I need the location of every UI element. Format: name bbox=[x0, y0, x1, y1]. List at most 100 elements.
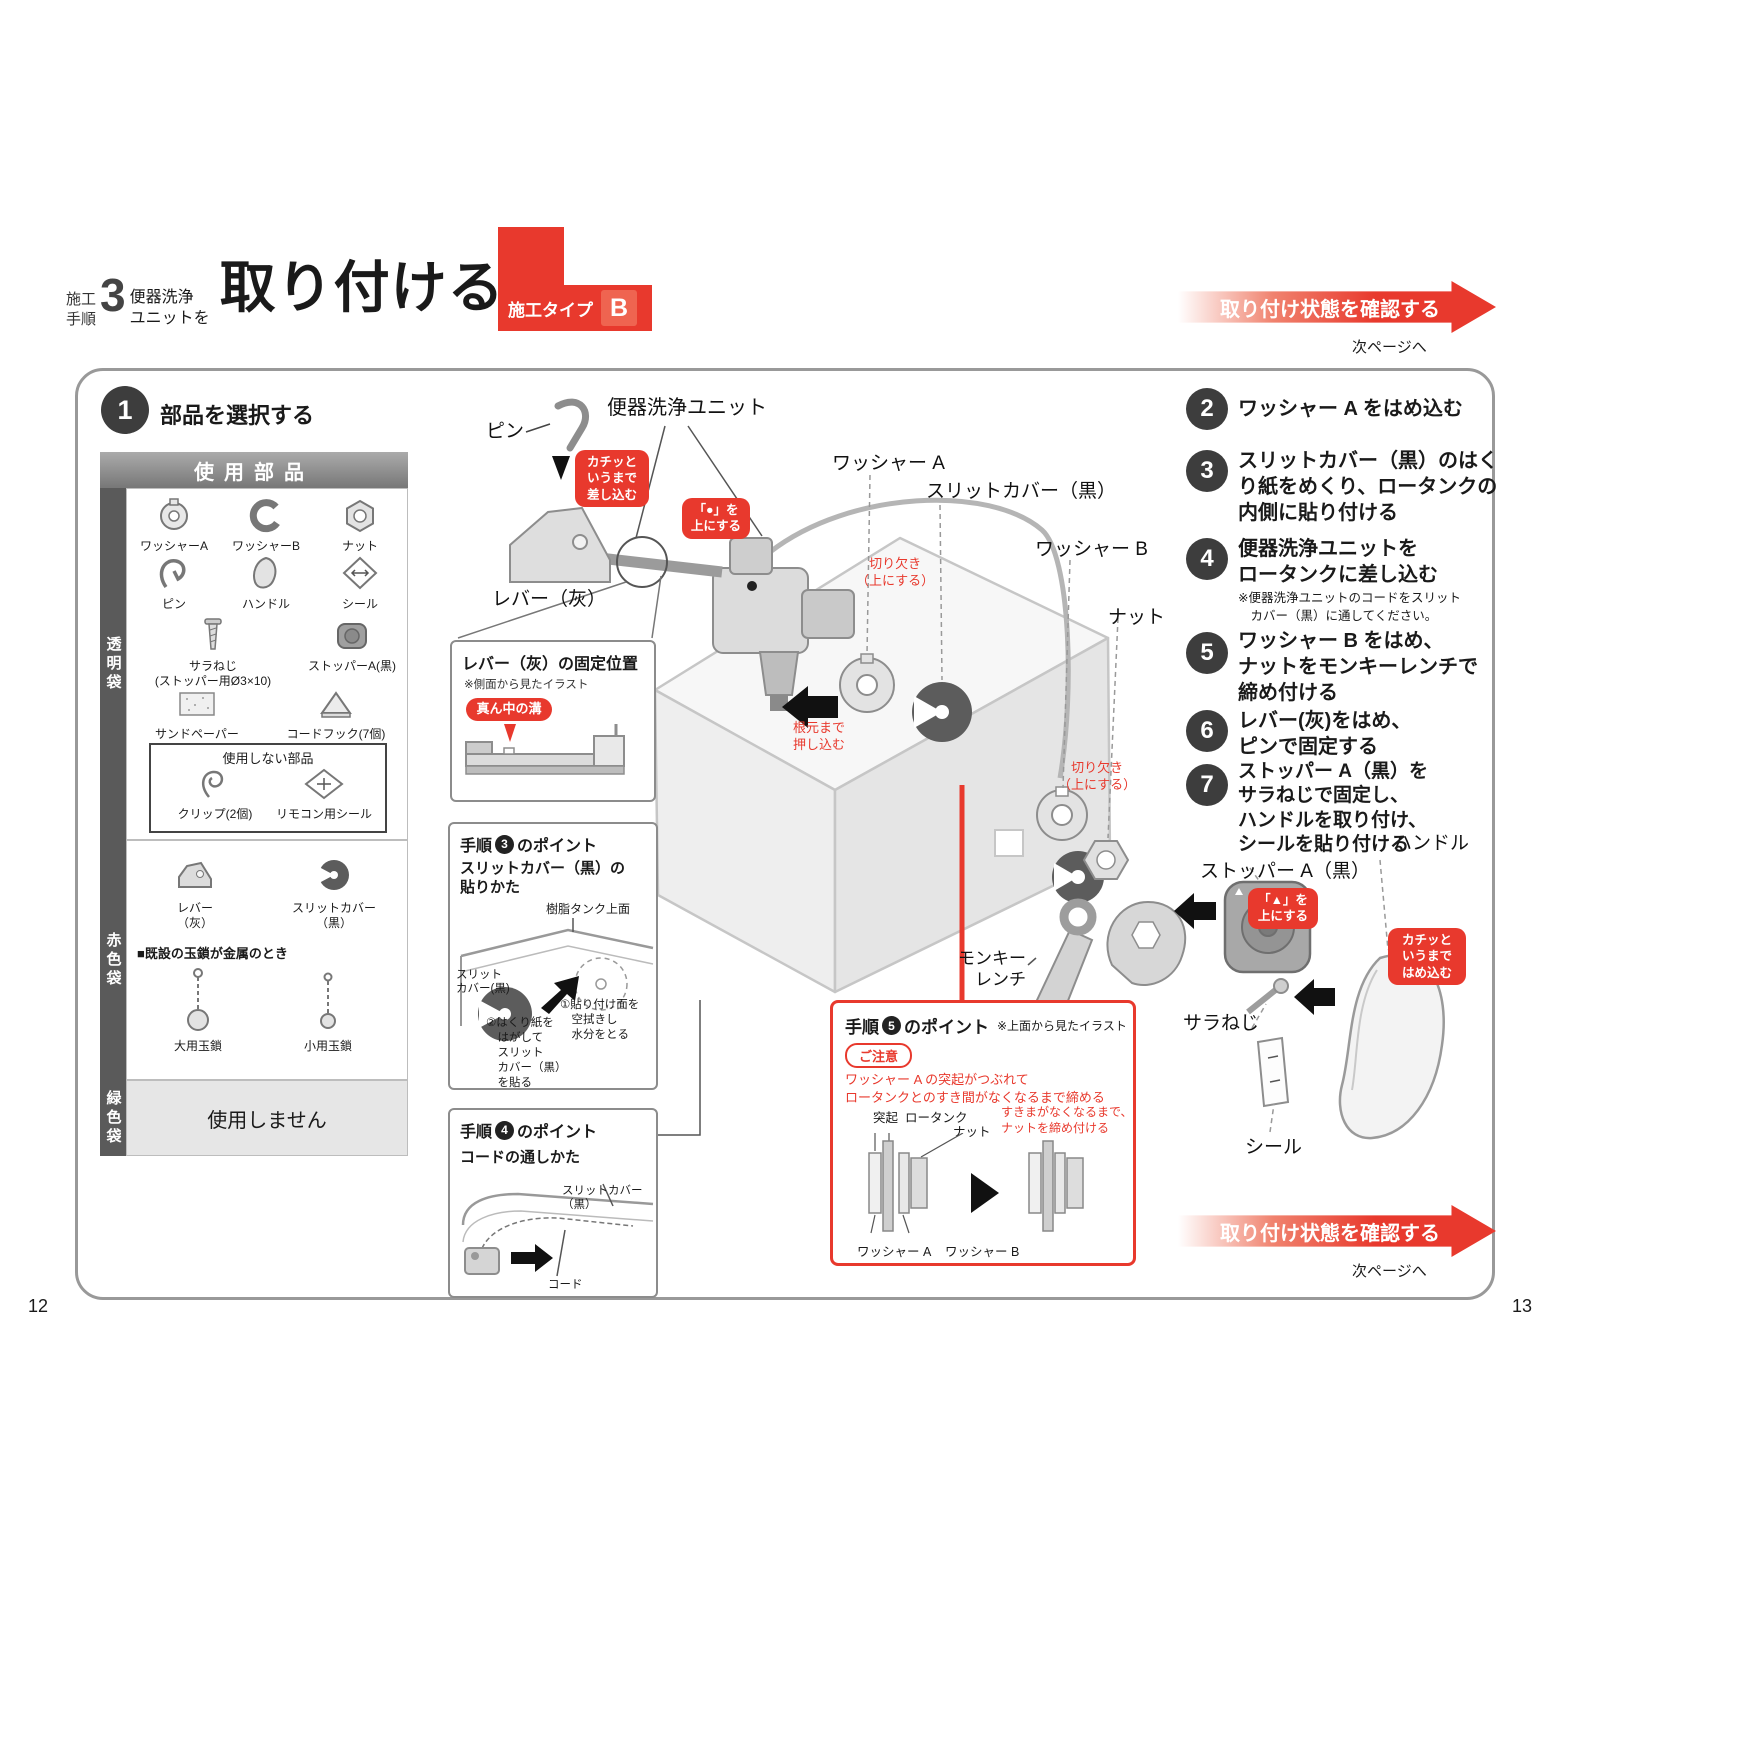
red-bag-note: ■既設の玉鎖が金属のとき bbox=[137, 946, 288, 961]
label-wrench: モンキー レンチ bbox=[958, 949, 1026, 990]
page-number-left: 12 bbox=[28, 1296, 49, 1316]
seal-part bbox=[1256, 1036, 1290, 1108]
label-pin: ピン bbox=[486, 421, 525, 442]
part-clip-label: クリップ(2個) bbox=[177, 807, 253, 821]
part-stopper: ストッパーA(黒) bbox=[299, 617, 405, 674]
step7-circle: 7 bbox=[1186, 764, 1228, 806]
point5-note: ※上面から見たイラスト bbox=[997, 1019, 1127, 1033]
assembly-diagram bbox=[457, 398, 1445, 1140]
parts-table: 使用部品 透明袋 赤色袋 緑色袋 ワッシャーA ワッシャーB ナット ピン bbox=[100, 452, 408, 1156]
point3-title-number: 3 bbox=[495, 834, 515, 854]
page-number-right: 13 bbox=[1512, 1296, 1533, 1316]
page-title: 取り付ける bbox=[219, 256, 505, 319]
part-sandpaper: サンドペーパー bbox=[129, 685, 265, 742]
point4-title-suffix: のポイント bbox=[517, 1124, 598, 1141]
bag-red-tab: 赤色袋 bbox=[100, 840, 126, 1080]
point4-illustration bbox=[461, 1183, 654, 1277]
part-pin: ピン bbox=[129, 555, 219, 612]
construction-type-label: 施工タイプ bbox=[508, 300, 593, 320]
unused-parts-box: 使用しない部品 クリップ(2個) リモコン用シール bbox=[149, 743, 387, 833]
point5-protrusion-label: 突起 bbox=[873, 1111, 899, 1125]
part-cord-hook: コードフック(7個) bbox=[267, 685, 405, 742]
bag-green-section: 使用しません bbox=[126, 1080, 408, 1156]
part-screw-label: サラねじ (ストッパー用Ø3×10) bbox=[154, 659, 272, 688]
lever-icon bbox=[178, 861, 212, 888]
label-washer-b: ワッシャー B bbox=[1035, 539, 1148, 560]
point5-title-suffix: のポイント bbox=[904, 1018, 989, 1037]
step6-text: レバー(灰)をはめ、 ピンで固定する bbox=[1238, 710, 1412, 758]
remote-seal-icon bbox=[304, 768, 344, 800]
step1-circle: 1 bbox=[101, 386, 149, 434]
part-washer-a-label: ワッシャーA bbox=[139, 539, 208, 553]
lever-box-title: レバー（灰）の固定位置 bbox=[462, 656, 639, 673]
callout-click-insert: カチッと いうまで 差し込む bbox=[575, 450, 649, 507]
part-chain-small: 小用玉鎖 bbox=[272, 967, 384, 1054]
step3-circle: 3 bbox=[1186, 450, 1228, 492]
step1-title: 部品を選択する bbox=[160, 403, 315, 428]
check-banner-top: 取り付け状態を確認する bbox=[1178, 281, 1496, 333]
step5-text: ワッシャー B をはめ、 ナットをモンキーレンチで 締め付ける bbox=[1238, 630, 1478, 704]
chain-large-icon bbox=[187, 968, 209, 1031]
handle-icon bbox=[253, 556, 277, 589]
point3-title-suffix: のポイント bbox=[517, 838, 598, 855]
step-number: 3 bbox=[100, 269, 126, 321]
pin-part bbox=[554, 398, 590, 452]
lever-box-note: ※側面から見たイラスト bbox=[464, 679, 589, 691]
part-slit-cover-label: スリットカバー （黒） bbox=[291, 901, 376, 930]
check-banner-bottom-text: 取り付け状態を確認する bbox=[1220, 1222, 1440, 1245]
label-screw: サラねじ bbox=[1183, 1013, 1260, 1034]
unit-dot-mark bbox=[747, 581, 757, 591]
bag-green-text: 使用しません bbox=[207, 1109, 327, 1132]
callout-dot-up: 「●」を 上にする bbox=[682, 498, 750, 539]
lever-position-box: レバー（灰）の固定位置 ※側面から見たイラスト 真ん中の溝 bbox=[450, 640, 656, 802]
stopper-arrow bbox=[1174, 893, 1216, 929]
clip-icon bbox=[201, 770, 224, 798]
lever-groove-callout: 真ん中の溝 bbox=[466, 698, 552, 721]
part-handle-label: ハンドル bbox=[241, 597, 290, 611]
part-pin-label: ピン bbox=[161, 597, 186, 611]
stopper-a-icon bbox=[337, 623, 367, 649]
point3-tank-top-label: 樹脂タンク上面 bbox=[546, 902, 631, 916]
slit-cover-icon bbox=[319, 860, 349, 890]
caution-text: ワッシャー A の突起がつぶれて ロータンクとのすき間がなくなるまで締める bbox=[845, 1072, 1105, 1105]
part-handle: ハンドル bbox=[221, 555, 311, 612]
part-nut-label: ナット bbox=[341, 539, 378, 553]
step2-text: ワッシャー A をはめ込む bbox=[1238, 398, 1463, 420]
part-lever-label: レバー （灰） bbox=[176, 901, 213, 930]
point4-cord-label: コード bbox=[548, 1279, 583, 1291]
callout-triangle-up: 「▲」を 上にする bbox=[1248, 888, 1318, 929]
cord-hook-icon bbox=[320, 691, 352, 718]
lever-side-view bbox=[465, 724, 625, 775]
main-frame bbox=[75, 368, 1495, 1300]
cord-line bbox=[768, 497, 1071, 779]
construction-type-value: B bbox=[601, 290, 637, 326]
part-chain-small-label: 小用玉鎖 bbox=[303, 1039, 352, 1053]
unused-parts-title: 使用しない部品 bbox=[222, 751, 314, 766]
label-stopper: ストッパー A（黒） bbox=[1200, 861, 1370, 882]
flat-screw-icon bbox=[204, 618, 222, 650]
procedure-header: 施工 手順 3 便器洗浄 ユニットを 取り付ける bbox=[66, 256, 505, 330]
part-remote-seal-label: リモコン用シール bbox=[275, 807, 372, 821]
point5-title-prefix: 手順 bbox=[845, 1018, 879, 1037]
label-washer-a: ワッシャー A bbox=[832, 453, 945, 474]
point3-subtitle: スリットカバー（黒）の 貼りかた bbox=[460, 860, 626, 896]
point5-washer-b-label: ワッシャー B bbox=[945, 1245, 1020, 1259]
part-seal: シール bbox=[315, 555, 405, 612]
part-cord-hook-label: コードフック(7個) bbox=[286, 727, 386, 741]
bag-red-label: 赤色袋 bbox=[104, 931, 122, 989]
point4-title-prefix: 手順 bbox=[460, 1124, 493, 1141]
pin-icon bbox=[159, 559, 186, 589]
part-remote-seal: リモコン用シール bbox=[271, 767, 377, 822]
pin-down-arrow bbox=[552, 456, 570, 480]
part-stopper-label: ストッパーA(黒) bbox=[308, 659, 396, 673]
label-slit-cover: スリットカバー（黒） bbox=[926, 481, 1117, 502]
push-arrow bbox=[782, 686, 838, 728]
step-prefix: 施工 手順 bbox=[66, 291, 97, 328]
step7-text: ストッパー A（黒）を サラねじで固定し、 ハンドルを取り付け、 シールを貼り付… bbox=[1238, 761, 1429, 855]
lever-part bbox=[509, 506, 611, 583]
